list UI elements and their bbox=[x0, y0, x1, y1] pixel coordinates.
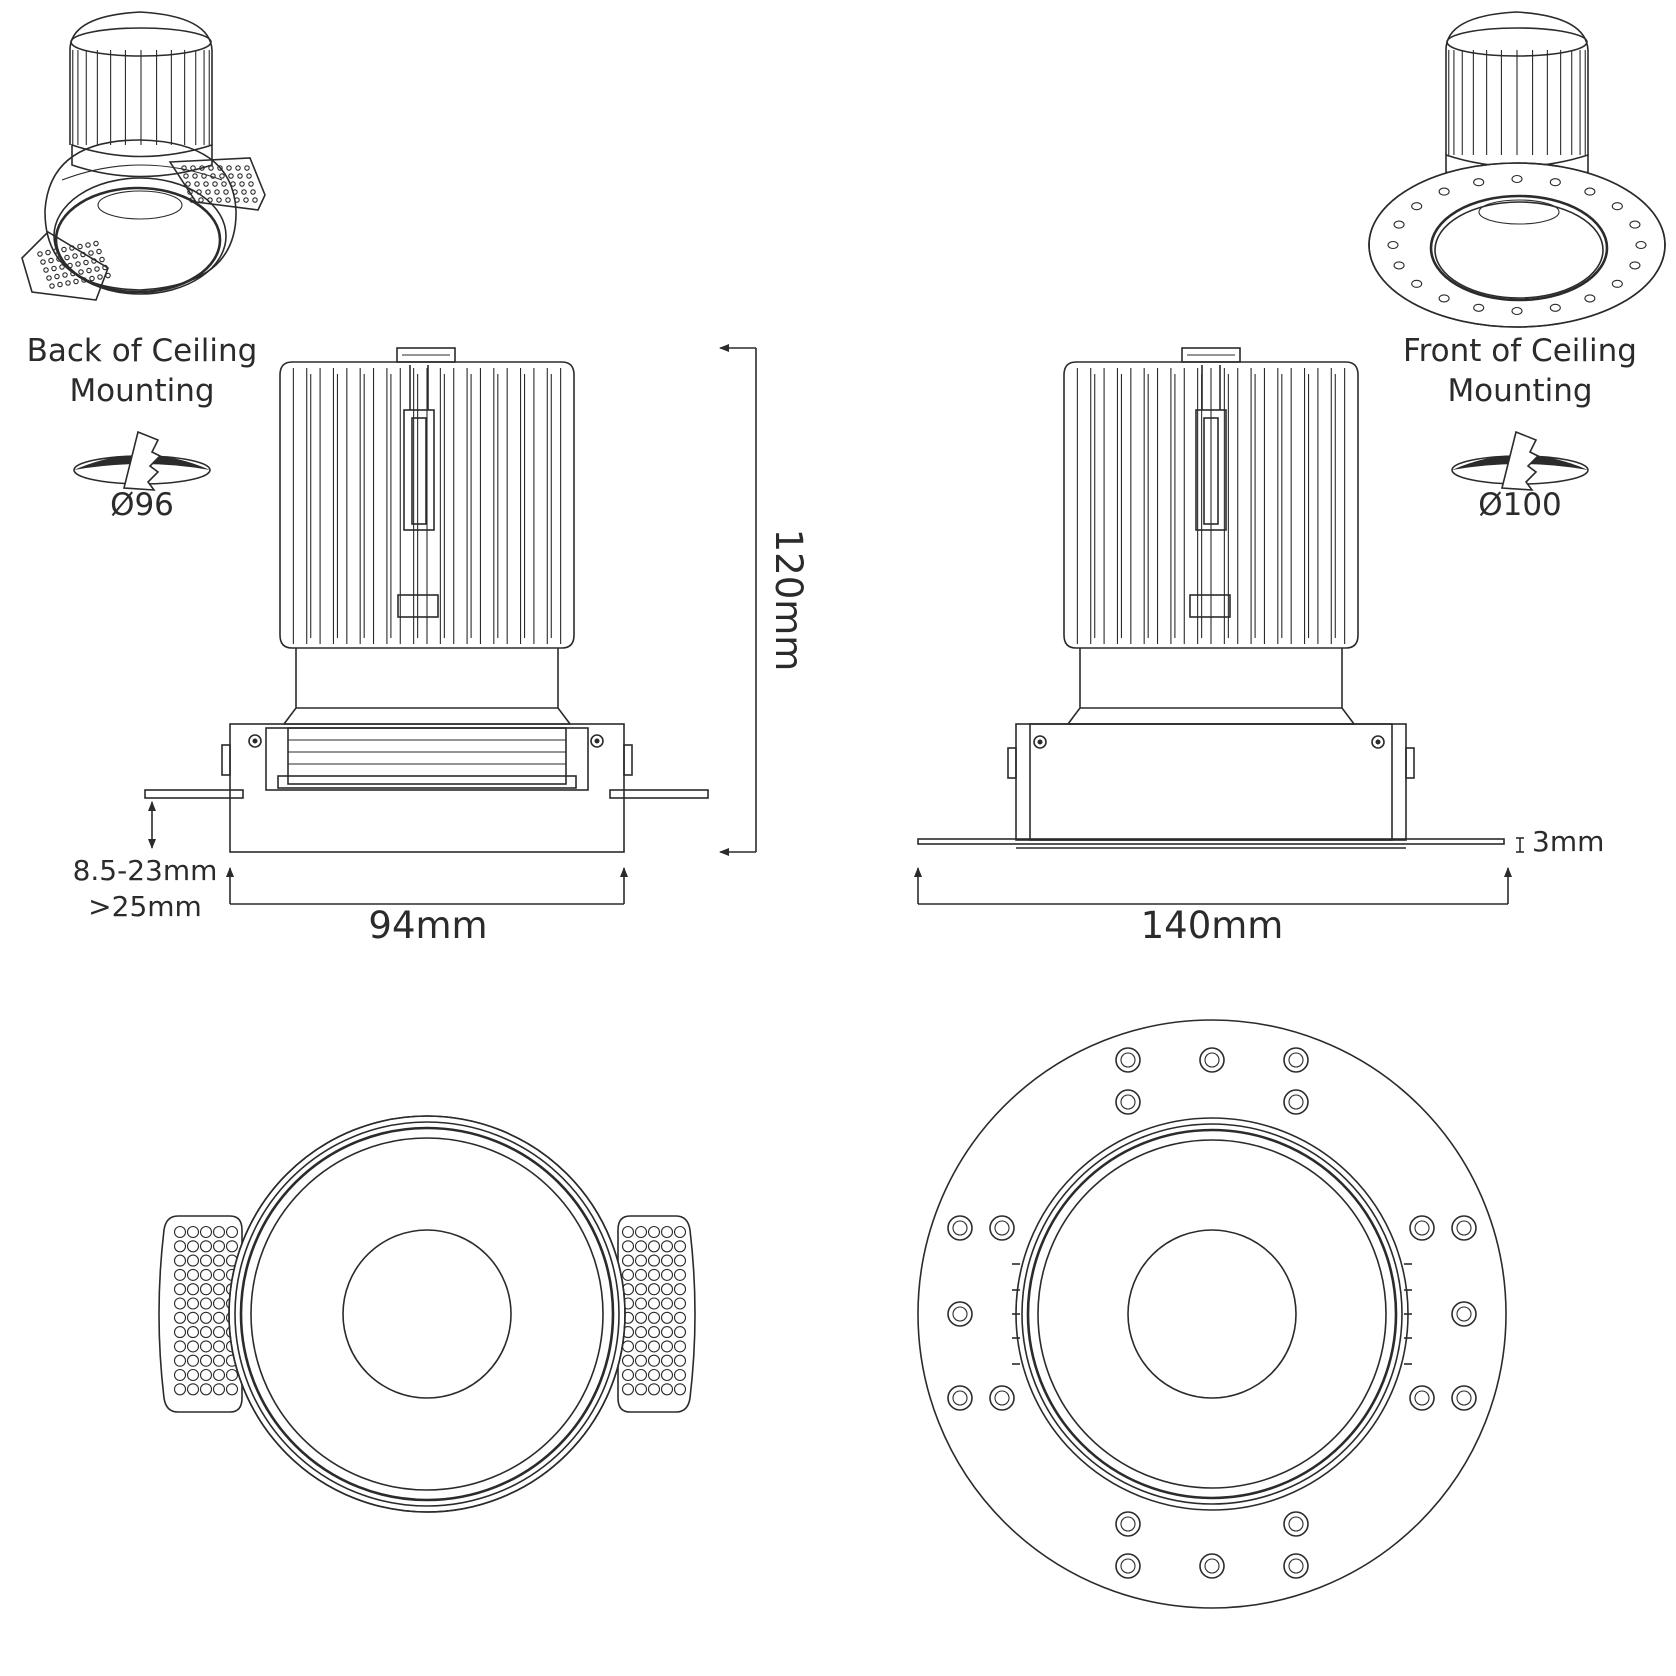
dimension-flange-thickness: 3mm bbox=[1516, 825, 1604, 858]
ceiling-thickness-label: 8.5-23mm bbox=[73, 854, 218, 887]
heatsink-fins bbox=[1448, 50, 1586, 155]
dimension-ceiling-thickness: 8.5-23mm >25mm bbox=[73, 801, 218, 923]
cutout-diameter-back: Ø96 bbox=[110, 487, 174, 523]
mud-flap-perforations bbox=[37, 240, 111, 289]
plan-view-front-of-ceiling bbox=[917, 1019, 1507, 1609]
dimension-height: 120mm bbox=[719, 344, 810, 856]
ceiling-thickness-alt-label: >25mm bbox=[88, 890, 202, 923]
heatsink-fins bbox=[292, 368, 562, 644]
back-mount-subtitle: Mounting bbox=[69, 373, 214, 409]
cutout-diameter-front: Ø100 bbox=[1478, 487, 1562, 523]
height-label: 120mm bbox=[767, 529, 810, 672]
heatsink-fins bbox=[72, 50, 210, 145]
heatsink-fins bbox=[1076, 368, 1346, 644]
mud-flap-perforations bbox=[181, 165, 258, 203]
saw-cutout-icon bbox=[73, 430, 211, 491]
dimension-width-back: 94mm bbox=[226, 867, 628, 947]
back-mount-title: Back of Ceiling bbox=[27, 333, 258, 369]
plan-view-back-of-ceiling bbox=[158, 1115, 696, 1513]
width-front-label: 140mm bbox=[1141, 904, 1284, 947]
width-back-label: 94mm bbox=[368, 904, 487, 947]
front-mount-title: Front of Ceiling bbox=[1403, 333, 1637, 369]
plaster-flange-holes bbox=[947, 1047, 1477, 1579]
front-mount-subtitle: Mounting bbox=[1447, 373, 1592, 409]
dimension-width-front: 140mm bbox=[914, 867, 1512, 947]
saw-cutout-icon bbox=[1451, 430, 1589, 491]
side-view-back-of-ceiling bbox=[144, 347, 709, 853]
housing-tabs bbox=[1012, 1263, 1412, 1365]
mud-flap-perforations bbox=[173, 1225, 239, 1396]
iso-view-back-of-ceiling bbox=[21, 11, 266, 301]
side-view-front-of-ceiling bbox=[917, 347, 1505, 849]
plaster-flange-holes bbox=[1387, 174, 1647, 316]
mud-flap-perforations bbox=[621, 1225, 687, 1396]
flange-thickness-label: 3mm bbox=[1532, 825, 1604, 858]
iso-view-front-of-ceiling bbox=[1368, 11, 1666, 328]
